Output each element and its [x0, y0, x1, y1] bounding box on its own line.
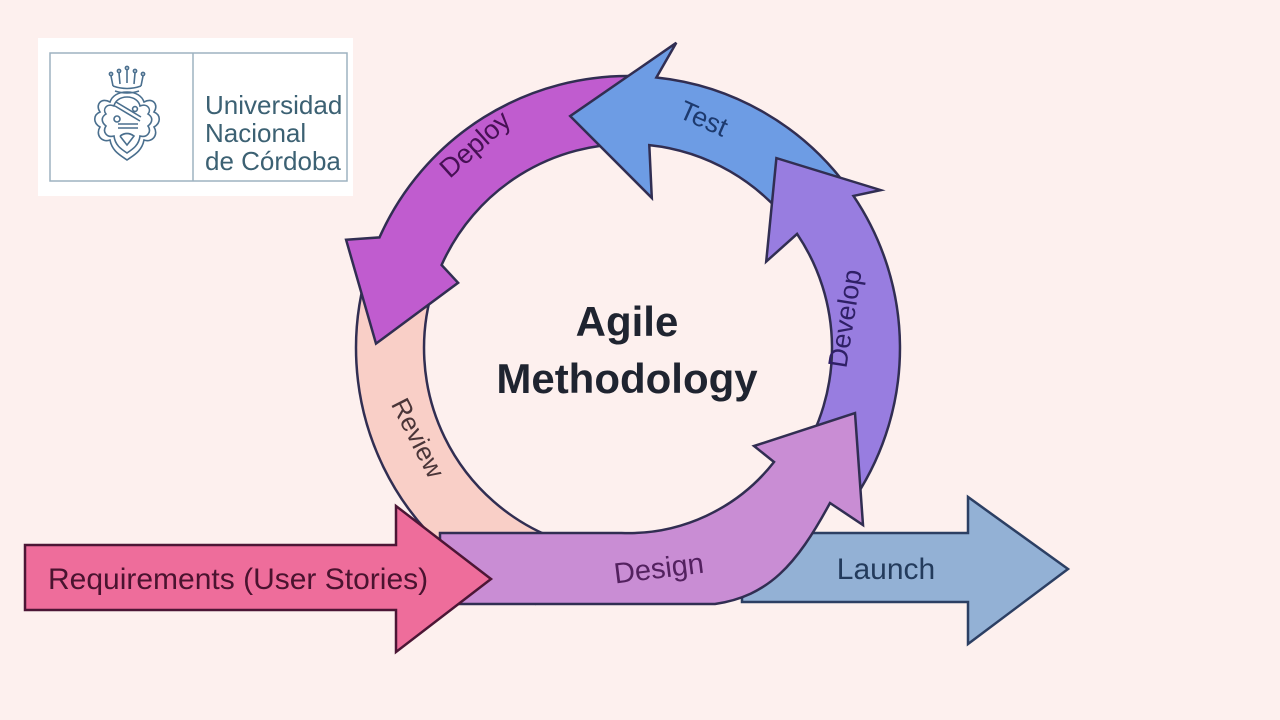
deploy-arrow — [344, 74, 639, 346]
logo-wordmark: Universidad Nacional de Córdoba — [205, 90, 342, 176]
design-arrow — [438, 411, 865, 606]
requirements-arrow — [23, 503, 494, 655]
university-logo: Universidad Nacional de Córdoba — [38, 38, 353, 196]
logo-text-line-2: Nacional — [205, 118, 306, 148]
title-line-1: Agile — [576, 298, 679, 345]
title-line-2: Methodology — [496, 355, 758, 402]
university-crest-icon — [93, 65, 161, 161]
logo-border — [49, 52, 348, 182]
develop-arrow — [764, 156, 902, 498]
launch-arrow — [740, 494, 1071, 647]
diagram-title: Agile Methodology — [496, 298, 758, 402]
requirements-label: Requirements (User Stories) — [48, 563, 428, 596]
logo-panel — [38, 38, 353, 196]
launch-label: Launch — [837, 553, 935, 586]
logo-text-line-1: Universidad — [205, 90, 342, 120]
logo-text-line-3: de Córdoba — [205, 146, 341, 176]
